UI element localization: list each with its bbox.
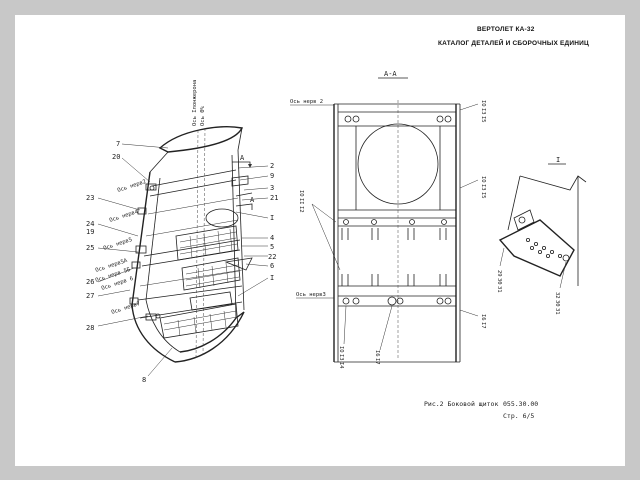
label-20: 20	[112, 153, 120, 161]
detail-label-29: 29	[496, 270, 502, 277]
section-label-15-top: I5	[480, 116, 486, 123]
label-25: 25	[86, 244, 94, 252]
label-6: 6	[270, 262, 274, 270]
section-label-10-bottom: IO	[338, 346, 344, 353]
label-5: 5	[270, 243, 274, 251]
axis-label-rib4: Ось нерв4	[109, 209, 140, 224]
label-28: 28	[86, 324, 94, 332]
section-axis-bottom: Ось нерв3	[296, 292, 326, 298]
label-7: 7	[116, 140, 120, 148]
section-label-12-left: I2	[298, 206, 304, 213]
section-label-17-bottom: I7	[374, 358, 380, 365]
section-label-13-mid: I3	[480, 184, 486, 191]
axis-label-zero: Ось 0%	[200, 105, 206, 126]
detail-label-30-right: 30	[554, 300, 560, 307]
section-title: А-А	[384, 70, 397, 78]
section-marker-a-top: А	[240, 154, 245, 162]
detail-i-view: I	[498, 156, 587, 289]
label-detail-i: I	[270, 214, 274, 222]
section-label-16-bottom: I6	[374, 350, 380, 357]
section-label-13-bottom: I3	[338, 354, 344, 361]
section-label-16-right: I6	[480, 314, 486, 321]
section-label-10-mid: IO	[480, 176, 486, 183]
section-marker-a-bottom: А	[250, 196, 255, 204]
label-8: 8	[142, 376, 146, 384]
axis-label-spar: Ось Iлонжерона	[192, 80, 198, 126]
detail-label-31-left: 31	[496, 286, 502, 293]
drawing-sheet	[15, 15, 625, 466]
drawing-subtitle: КАТАЛОГ ДЕТАЛЕЙ И СБОРОЧНЫХ ЕДИНИЦ	[438, 40, 589, 47]
label-26: 26	[86, 278, 94, 286]
label-detail-i-2: I	[270, 274, 274, 282]
figure-caption: Рис.2 Боковой щиток	[424, 400, 499, 408]
section-label-17-right: I7	[480, 322, 486, 329]
section-label-10-top: IO	[480, 100, 486, 107]
side-panel-isometric	[129, 126, 253, 363]
axis-label-rib7: Ось нерв7	[111, 301, 141, 316]
page-number: Стр. 6/5	[503, 412, 535, 420]
section-label-15-mid: I5	[480, 192, 486, 199]
label-3: 3	[270, 184, 274, 192]
label-19: 19	[86, 228, 94, 236]
label-9: 9	[270, 172, 274, 180]
label-21: 21	[270, 194, 278, 202]
axis-label-rib5: Ось нерв5	[103, 237, 133, 252]
section-axis-top: Ось нерв 2	[290, 99, 323, 105]
section-label-14-bottom: I4	[338, 362, 344, 369]
label-22: 22	[268, 253, 276, 261]
label-24: 24	[86, 220, 94, 228]
axis-label-rib2: Ось нерв2	[117, 179, 147, 194]
drawing-title: ВЕРТОЛЕТ КА-32	[477, 26, 535, 33]
detail-label-31-right: 31	[554, 308, 560, 315]
label-4: 4	[270, 234, 274, 242]
section-label-13-top: I3	[480, 108, 486, 115]
drawing-code: 055.30.00	[503, 400, 539, 408]
section-label-11-left: II	[298, 198, 304, 205]
detail-title: I	[556, 156, 560, 164]
detail-label-30-left: 30	[496, 278, 502, 285]
label-23: 23	[86, 194, 94, 202]
section-a-a-view: А-А	[290, 70, 479, 363]
detail-label-32: 32	[554, 292, 560, 299]
label-2: 2	[270, 162, 274, 170]
label-27: 27	[86, 292, 94, 300]
section-label-10-left: IO	[298, 190, 304, 197]
